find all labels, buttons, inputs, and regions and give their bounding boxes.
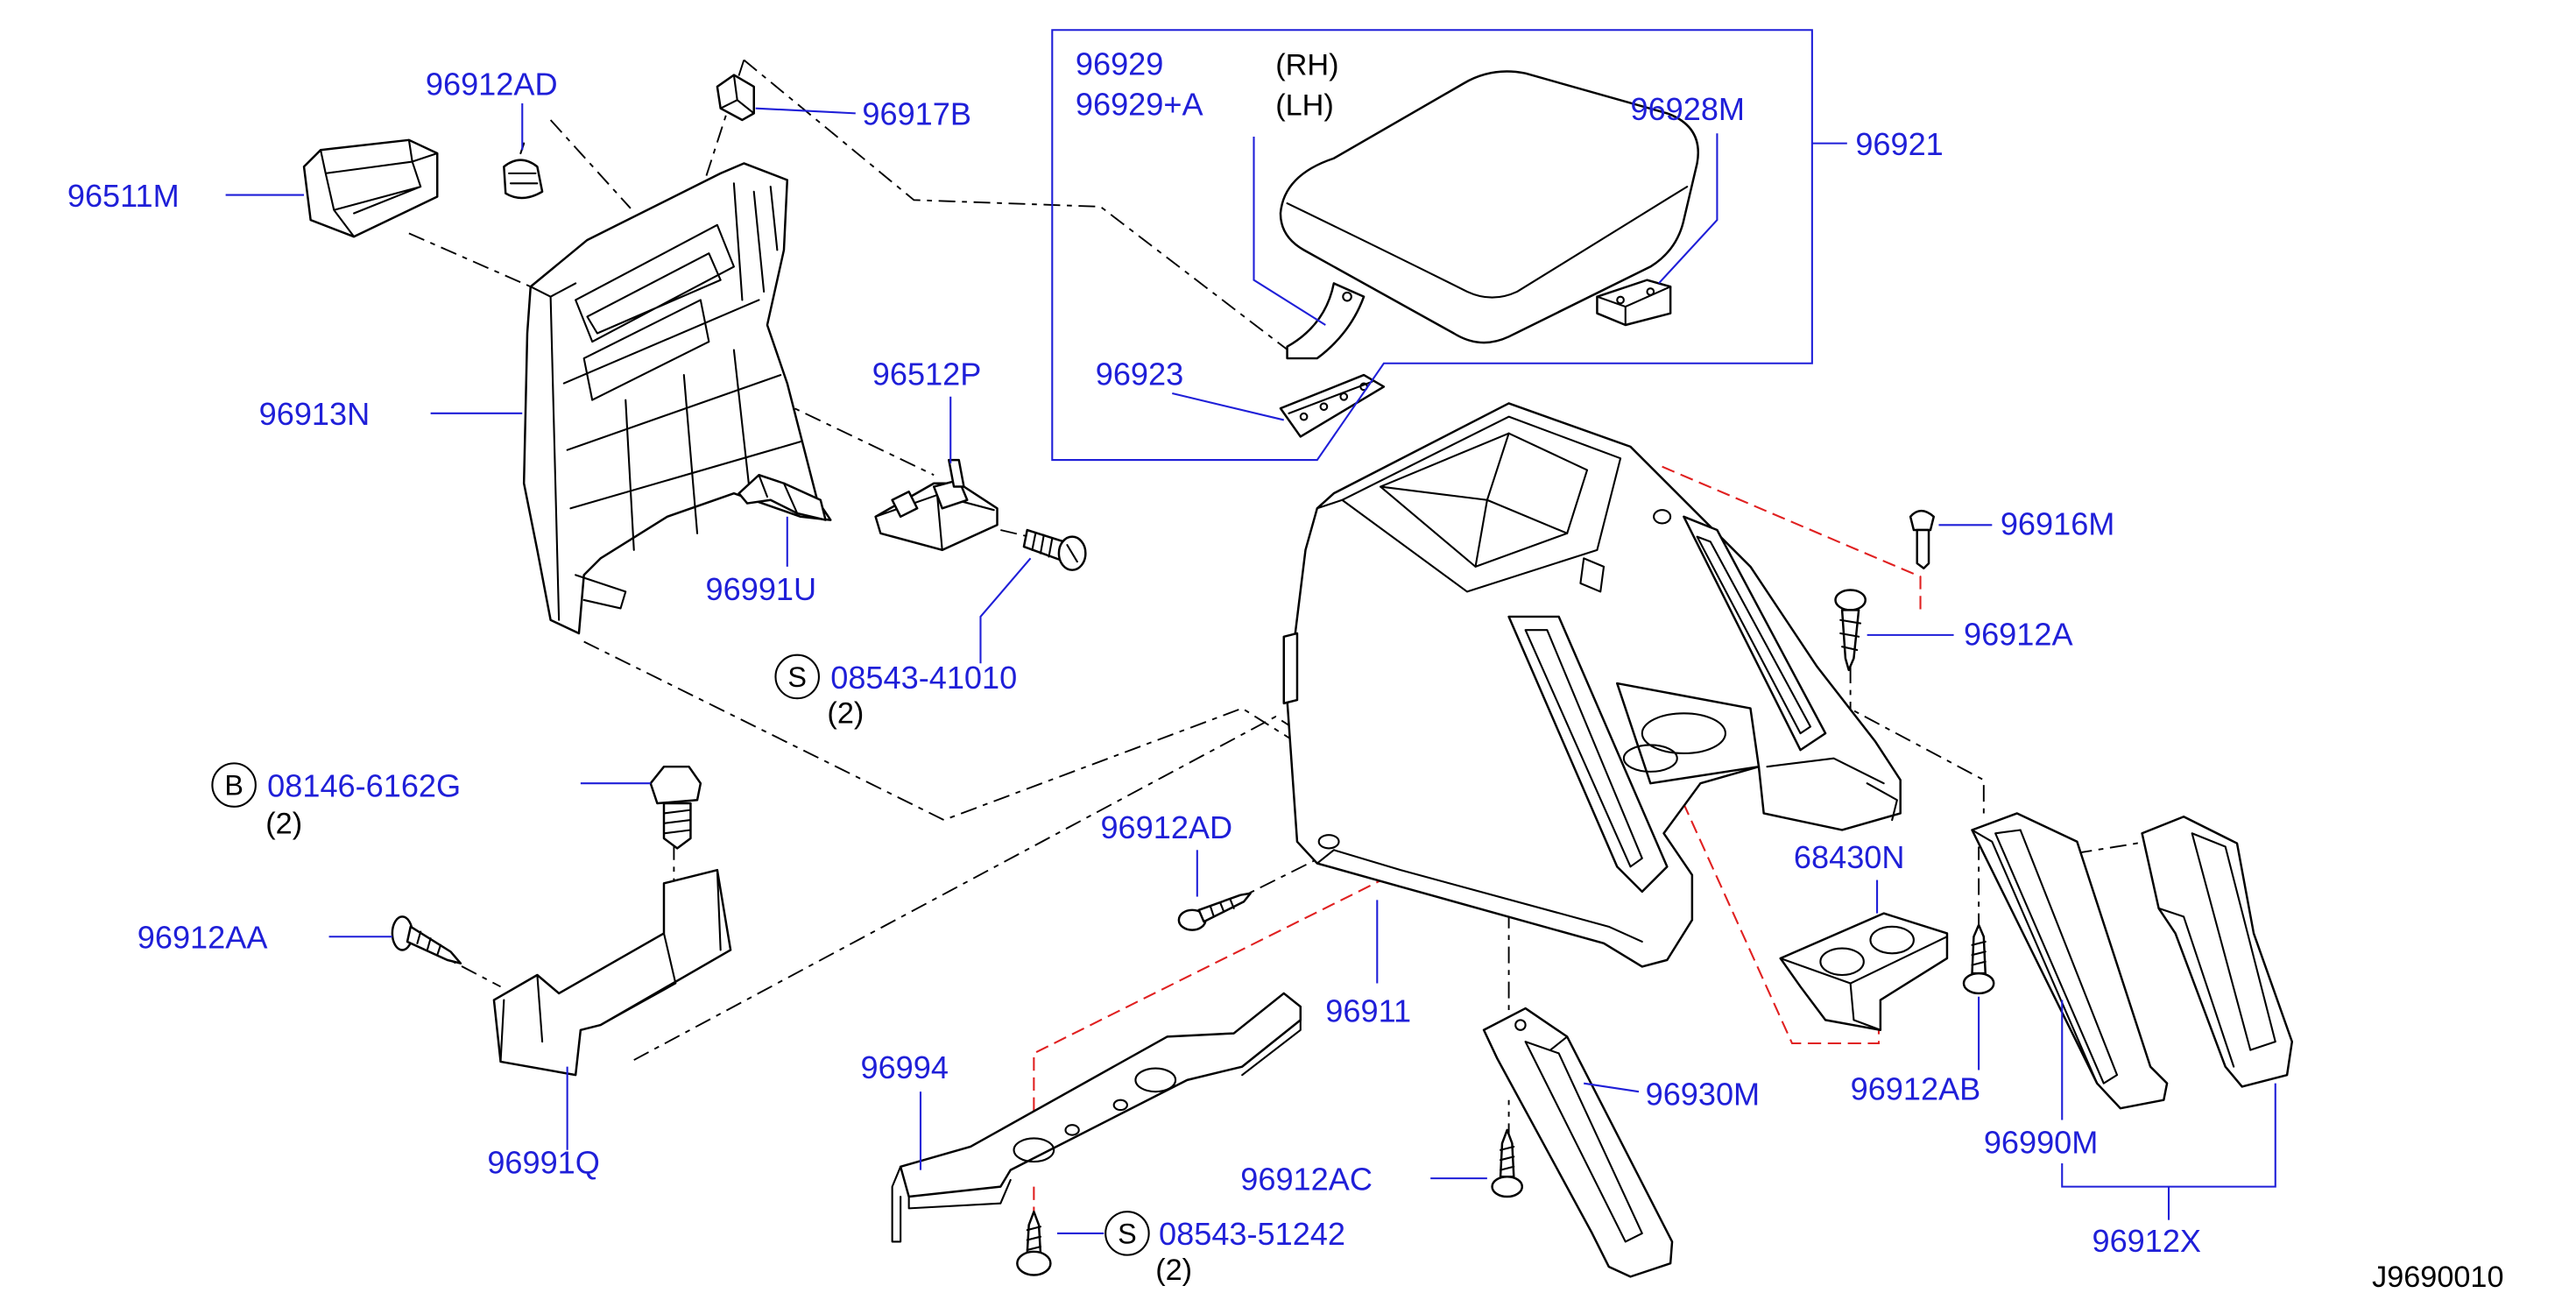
callout-labels: 96511M 96912AD 96917B 96929 (RH) 96929+A… bbox=[67, 46, 2201, 1259]
fastener-callout-s-41010: S 08543-41010 (2) bbox=[774, 654, 1017, 731]
part-68430N bbox=[1779, 912, 1949, 1032]
s-symbol-ring bbox=[774, 654, 820, 700]
callout-96929: 96929 bbox=[1076, 46, 1163, 82]
b-symbol-ring bbox=[211, 762, 257, 808]
part-96928M bbox=[1596, 279, 1672, 327]
lid-assembly-frame bbox=[1051, 29, 1813, 462]
leader-lines bbox=[225, 29, 2276, 1234]
fastener-callout-b-6162G: B 08146-6162G (2) bbox=[211, 762, 461, 840]
callout-68430N: 68430N bbox=[1794, 839, 1905, 875]
callout-96921: 96921 bbox=[1855, 126, 1943, 162]
callout-96991Q: 96991Q bbox=[487, 1144, 600, 1180]
callout-96913N: 96913N bbox=[259, 396, 371, 432]
bolt-08146-6162G bbox=[649, 765, 702, 850]
callout-96916M: 96916M bbox=[2001, 506, 2115, 542]
part-96912A bbox=[1834, 589, 1867, 672]
callout-96930M: 96930M bbox=[1646, 1076, 1761, 1112]
part-96912AC bbox=[1491, 1128, 1524, 1198]
screw-08543-41010 bbox=[1022, 528, 1087, 571]
callout-96912AA: 96912AA bbox=[138, 920, 269, 956]
part-96912AB bbox=[1962, 923, 1995, 995]
part-96912AD-lower bbox=[1177, 892, 1252, 931]
callout-96912AD-upper: 96912AD bbox=[426, 66, 558, 102]
s-symbol: S bbox=[787, 661, 807, 693]
callout-96994: 96994 bbox=[860, 1049, 948, 1085]
part-96929-bracket bbox=[1286, 282, 1366, 360]
callout-96912AC: 96912AC bbox=[1240, 1161, 1373, 1197]
callout-96912AB: 96912AB bbox=[1851, 1071, 1981, 1107]
fastener-qty: (2) bbox=[265, 807, 302, 840]
fastener-number: 08543-41010 bbox=[830, 660, 1017, 696]
callout-96511M: 96511M bbox=[67, 178, 180, 214]
b-symbol: B bbox=[224, 770, 243, 802]
callout-96912AD-lower: 96912AD bbox=[1100, 809, 1232, 845]
part-96912X bbox=[2141, 816, 2294, 1088]
part-96923 bbox=[1279, 373, 1386, 438]
s-symbol-ring bbox=[1105, 1211, 1150, 1256]
screw-08543-51242 bbox=[1016, 1210, 1052, 1276]
part-96990M bbox=[1971, 812, 2169, 1110]
part-96511M bbox=[302, 138, 439, 238]
callout-96928M: 96928M bbox=[1630, 91, 1745, 127]
callout-96912X: 96912X bbox=[2092, 1223, 2201, 1259]
callout-96912A: 96912A bbox=[1964, 616, 2073, 652]
fastener-qty: (2) bbox=[827, 697, 864, 731]
callout-96990M: 96990M bbox=[1984, 1125, 2099, 1161]
callout-96512P: 96512P bbox=[872, 356, 982, 392]
callout-96911: 96911 bbox=[1325, 993, 1411, 1028]
callout-96917B: 96917B bbox=[862, 96, 971, 132]
part-96917B bbox=[716, 74, 755, 122]
variant-rh: (RH) bbox=[1275, 49, 1338, 82]
part-96912AA bbox=[391, 915, 462, 964]
part-96994 bbox=[891, 992, 1302, 1243]
callout-96923: 96923 bbox=[1096, 356, 1183, 392]
part-96929-lid bbox=[1279, 70, 1699, 344]
callout-96991U: 96991U bbox=[706, 571, 817, 607]
part-96912AD-upper bbox=[503, 142, 544, 200]
diagram-code: J9690010 bbox=[2372, 1261, 2503, 1294]
variant-lh: (LH) bbox=[1275, 88, 1334, 122]
callout-96929A: 96929+A bbox=[1076, 86, 1204, 122]
part-96991Q bbox=[492, 868, 732, 1077]
fastener-number: 08146-6162G bbox=[267, 767, 461, 803]
part-96930M bbox=[1482, 1007, 1674, 1278]
part-96512P bbox=[874, 458, 999, 552]
fastener-number: 08543-51242 bbox=[1159, 1216, 1345, 1252]
fastener-callout-s-51242: S 08543-51242 (2) bbox=[1105, 1211, 1345, 1287]
part-96913N bbox=[522, 162, 832, 635]
part-96911 bbox=[1282, 402, 1902, 968]
s-symbol: S bbox=[1118, 1218, 1137, 1249]
part-96916M bbox=[1909, 509, 1935, 570]
part-96991U bbox=[738, 473, 827, 521]
fastener-qty: (2) bbox=[1155, 1254, 1192, 1287]
